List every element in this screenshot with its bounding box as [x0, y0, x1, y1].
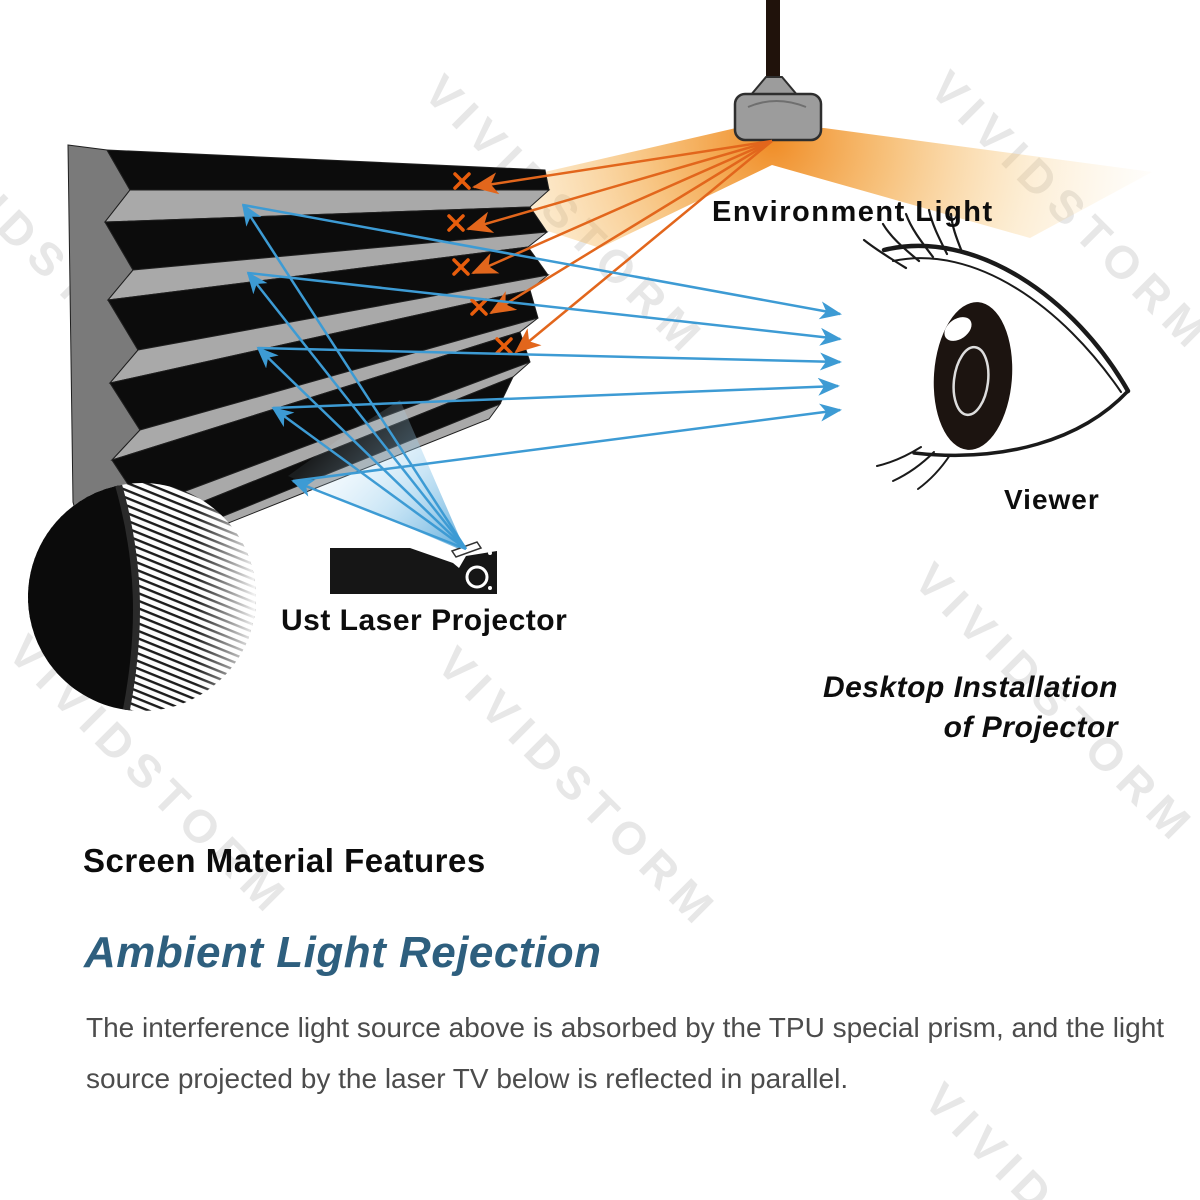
- prism-texture-inset: [28, 483, 256, 711]
- installation-label-line1: Desktop Installation: [822, 671, 1118, 704]
- installation-label: Desktop Installation of Projector: [823, 668, 1118, 748]
- absorbed-x-marks: [447, 172, 513, 355]
- viewer-eye: [862, 208, 1131, 490]
- reflected-rays: [242, 203, 842, 483]
- ust-projector: [330, 541, 497, 594]
- viewer-label: Viewer: [1004, 484, 1100, 515]
- ambient-light-rays: [466, 139, 773, 354]
- environment-light-label: Environment Light: [712, 196, 994, 228]
- projector-rays: [241, 203, 468, 551]
- section-heading: Screen Material Features: [83, 842, 486, 879]
- feature-description: The interference light source above is a…: [86, 1012, 1165, 1094]
- ambient-light-glow: [440, 128, 1152, 248]
- light-path-diagram: [28, 0, 1152, 711]
- projector-label: Ust Laser Projector: [281, 604, 568, 637]
- ceiling-lamp: [733, 0, 823, 142]
- feature-title: Ambient Light Rejection: [84, 928, 602, 977]
- projector-light-cone: [288, 400, 466, 552]
- installation-label-line2: of Projector: [943, 711, 1118, 744]
